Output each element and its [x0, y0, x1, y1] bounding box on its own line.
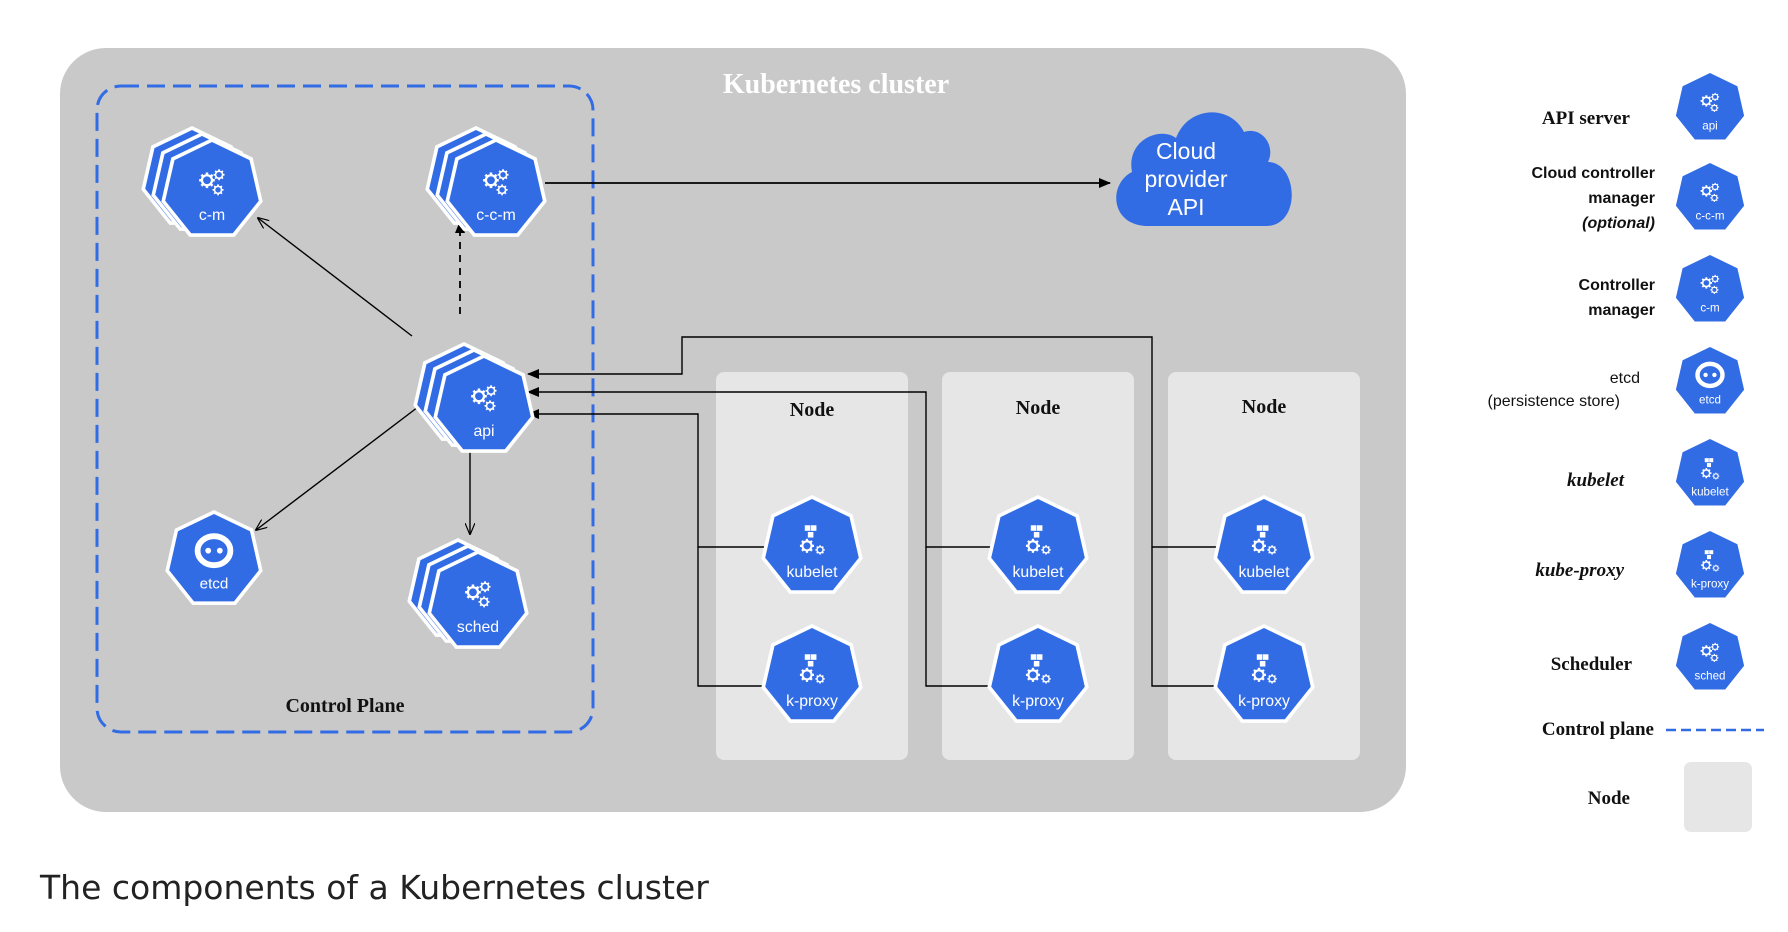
kube-proxy-icon-label: k-proxy [1012, 693, 1064, 710]
node-label-1: Node [790, 399, 835, 421]
api-server-icon: api [413, 342, 535, 453]
legend-ccm-icon-label: c-c-m [1696, 210, 1725, 223]
legend-cm-line2: manager [1588, 302, 1655, 319]
legend-proxy-label: kube-proxy [1535, 560, 1624, 581]
legend-ccm-line1: Cloud controller [1531, 165, 1655, 182]
link-node2-proxy [925, 547, 994, 687]
legend-scheduler-icon-label: sched [1695, 670, 1726, 683]
legend-node-label: Node [1588, 788, 1630, 809]
kube-proxy-icon: k-proxy [761, 624, 863, 723]
legend-etcd-icon-label: etcd [1699, 394, 1721, 407]
legend-kube-proxy-icon: k-proxy [1672, 527, 1748, 602]
legend-node-swatch [1684, 762, 1752, 832]
link-node2-to-api [527, 387, 994, 548]
arrow-api-to-cm [258, 218, 413, 337]
legend-cm-line1: Controller [1579, 277, 1655, 294]
kubelet-icon: kubelet [1213, 495, 1315, 594]
kube-proxy-icon: k-proxy [1213, 624, 1315, 723]
legend-etcd-line1: etcd [1610, 370, 1640, 387]
legend-scheduler-icon: sched [1672, 619, 1748, 694]
control-plane-label: Control Plane [285, 695, 404, 717]
legend-kubelet-icon: kubelet [1672, 435, 1748, 510]
kubelet-icon: kubelet [987, 495, 1089, 594]
kube-proxy-icon: k-proxy [987, 624, 1089, 723]
controller-manager-icon-label: c-m [199, 207, 225, 224]
kubelet-icon: kubelet [761, 495, 863, 594]
cloud-label-line2: provider [1144, 166, 1227, 192]
legend-ccm-line2: manager [1588, 190, 1655, 207]
legend-sched-label: Scheduler [1551, 654, 1633, 675]
legend-ccm-icon: c-c-m [1672, 159, 1748, 234]
cluster-title: Kubernetes cluster [723, 69, 949, 100]
link-node1-proxy [697, 547, 768, 687]
cloud-controller-manager-icon: c-c-m [425, 126, 547, 237]
legend-cm-icon-label: c-m [1700, 302, 1719, 315]
scheduler-icon-label: sched [457, 619, 499, 636]
legend: API server Cloud controller manager (opt… [1488, 69, 1764, 832]
link-node1-to-api [527, 409, 768, 548]
legend-api-icon: api [1672, 69, 1748, 144]
cloud-label-line1: Cloud [1156, 138, 1216, 164]
kube-proxy-icon-label: k-proxy [786, 693, 838, 710]
cloud-controller-manager-icon-label: c-c-m [476, 207, 515, 224]
link-node3-proxy [1151, 547, 1222, 687]
cloud-provider-api: Cloud provider API [1116, 112, 1292, 226]
legend-etcd-line2: (persistence store) [1488, 393, 1621, 410]
legend-api-label: API server [1542, 108, 1631, 129]
legend-cm-icon: c-m [1672, 251, 1748, 326]
scheduler-icon: sched [407, 538, 529, 649]
legend-etcd-icon: etcd [1672, 343, 1748, 418]
legend-kubelet-icon-label: kubelet [1691, 486, 1729, 499]
node-label-3: Node [1242, 396, 1287, 418]
figure-caption: The components of a Kubernetes cluster [40, 868, 709, 907]
legend-api-icon-label: api [1702, 120, 1717, 133]
cloud-label-line3: API [1167, 194, 1204, 220]
node-label-2: Node [1016, 397, 1061, 419]
kubelet-icon-label: kubelet [1239, 564, 1291, 581]
etcd-icon: etcd [165, 510, 263, 605]
legend-kube-proxy-icon-label: k-proxy [1691, 578, 1729, 591]
legend-kubelet-label: kubelet [1567, 470, 1625, 491]
link-node3-to-api [527, 336, 1222, 548]
kube-proxy-icon-label: k-proxy [1238, 693, 1290, 710]
connector-lines [256, 178, 1222, 687]
controller-manager-icon: c-m [141, 126, 263, 237]
kubelet-icon-label: kubelet [787, 564, 839, 581]
arrow-api-to-etcd [256, 403, 423, 530]
control-plane-box [95, 84, 595, 734]
legend-ccm-line3: (optional) [1582, 215, 1655, 232]
api-server-icon-label: api [473, 423, 494, 440]
kubelet-icon-label: kubelet [1013, 564, 1065, 581]
legend-control-plane-label: Control plane [1542, 719, 1654, 740]
etcd-icon-label: etcd [200, 576, 229, 593]
